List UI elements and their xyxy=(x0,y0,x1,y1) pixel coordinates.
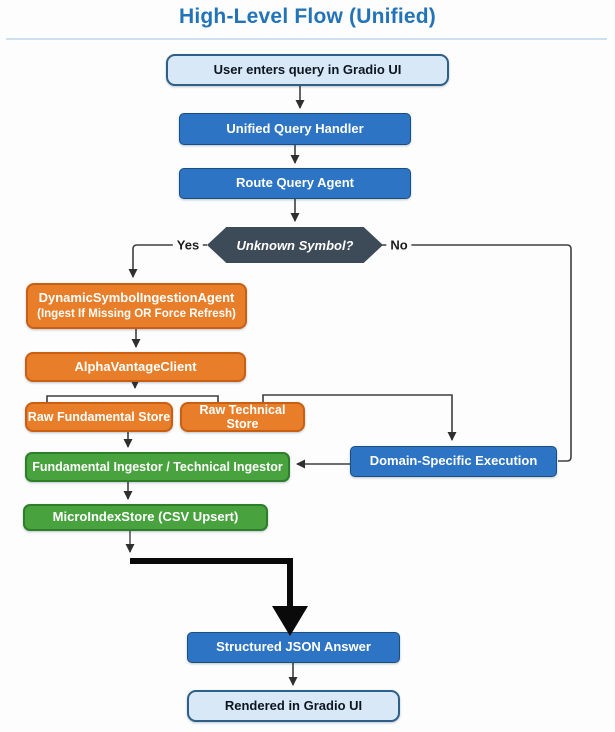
node-dynamic-symbol-ingestion-agent-sublabel: (Ingest If Missing OR Force Refresh) xyxy=(37,307,236,320)
title-divider xyxy=(6,38,607,40)
node-raw-technical-store: Raw Technical Store xyxy=(180,402,305,432)
node-route-query-agent-label: Route Query Agent xyxy=(236,175,354,191)
node-unified-query-handler: Unified Query Handler xyxy=(179,113,411,145)
node-raw-technical-store-label: Raw Technical Store xyxy=(199,402,286,431)
node-domain-specific-execution-label: Domain-Specific Execution xyxy=(369,453,538,469)
node-raw-fundamental-store-label: Raw Fundamental Store xyxy=(27,409,171,424)
node-structured-json-answer: Structured JSON Answer xyxy=(187,632,400,663)
node-user-query: User enters query in Gradio UI xyxy=(166,54,449,86)
edge-label-no: No xyxy=(386,237,412,253)
node-domain-specific-execution: Domain-Specific Execution xyxy=(350,446,557,477)
node-dynamic-symbol-ingestion-agent-label: DynamicSymbolIngestionAgent xyxy=(38,289,235,305)
node-unknown-symbol-label: Unknown Symbol? xyxy=(236,237,354,253)
node-rendered-in-gradio-ui: Rendered in Gradio UI xyxy=(187,690,400,722)
node-dynamic-symbol-ingestion-agent: DynamicSymbolIngestionAgent (Ingest If M… xyxy=(26,283,247,329)
node-structured-json-answer-label: Structured JSON Answer xyxy=(216,639,371,655)
node-raw-fundamental-store: Raw Fundamental Store xyxy=(25,402,173,432)
page-title: High-Level Flow (Unified) xyxy=(179,5,436,28)
node-fundamental-technical-ingestor: Fundamental Ingestor / Technical Ingesto… xyxy=(25,452,290,482)
node-unified-query-handler-label: Unified Query Handler xyxy=(226,120,364,136)
node-route-query-agent: Route Query Agent xyxy=(179,168,411,199)
node-micro-index-store: MicroIndexStore (CSV Upsert) xyxy=(23,504,268,531)
node-unknown-symbol-decision: Unknown Symbol? xyxy=(207,227,383,263)
node-rendered-in-gradio-ui-label: Rendered in Gradio UI xyxy=(224,697,363,713)
node-alpha-vantage-client-label: AlphaVantageClient xyxy=(74,358,197,374)
node-fundamental-technical-ingestor-label: Fundamental Ingestor / Technical Ingesto… xyxy=(32,459,283,474)
node-user-query-label: User enters query in Gradio UI xyxy=(213,61,402,77)
node-alpha-vantage-client: AlphaVantageClient xyxy=(25,352,246,382)
node-micro-index-store-label: MicroIndexStore (CSV Upsert) xyxy=(52,509,239,525)
edge-label-yes: Yes xyxy=(172,237,204,253)
